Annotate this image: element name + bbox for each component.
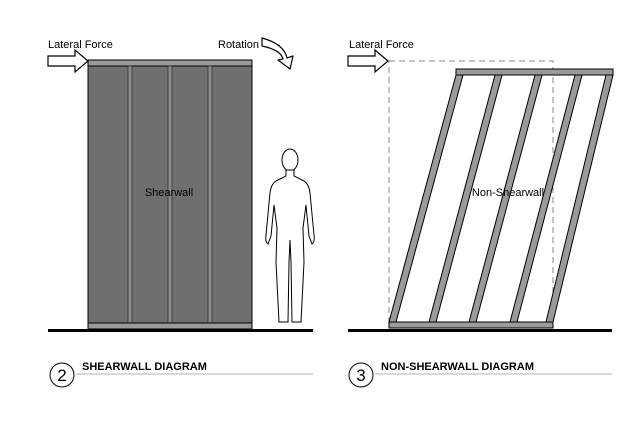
rotation-arrow-icon [261, 37, 294, 70]
bottom-plate [388, 321, 554, 329]
slanted-stud [428, 74, 503, 323]
caption-number: 3 [356, 366, 365, 385]
non-shearwall-label: Non-Shearwall [472, 187, 544, 199]
lateral-force-label-right: Lateral Force [349, 39, 414, 51]
lateral-force-arrow-icon [347, 48, 389, 74]
ground-line-right [348, 329, 612, 332]
bottom-plate [87, 322, 253, 330]
lateral-force-arrow-icon [47, 48, 89, 74]
top-plate [455, 68, 614, 76]
caption-title: NON-SHEARWALL DIAGRAM [381, 361, 534, 373]
shearwall-label: Shearwall [145, 187, 193, 199]
non-shearwall-panel: Non-Shearwall Lateral Force 3 NON-SHEARW… [347, 39, 614, 388]
rotation-label: Rotation [218, 39, 259, 51]
caption-number: 2 [57, 366, 66, 385]
slanted-stud [545, 74, 614, 323]
slanted-stud [468, 74, 543, 323]
stud [207, 65, 213, 329]
slanted-stud [388, 74, 464, 323]
non-shearwall: Non-Shearwall [388, 68, 614, 329]
non-shearwall-caption: 3 NON-SHEARWALL DIAGRAM [348, 361, 612, 388]
top-plate [87, 59, 253, 67]
shearwall-panel: Shearwall Lateral Force Rotation 2 SHEAR… [47, 37, 315, 388]
shearwall-caption: 2 SHEARWALL DIAGRAM [49, 361, 313, 388]
human-figure-icon [265, 148, 315, 323]
caption-number-circle [49, 362, 75, 388]
lateral-force-label-left: Lateral Force [48, 39, 113, 51]
stud [127, 65, 133, 329]
caption-title: SHEARWALL DIAGRAM [82, 361, 207, 373]
shearwall: Shearwall [87, 59, 253, 330]
ground-line-left [48, 329, 313, 332]
slanted-stud [509, 74, 583, 323]
caption-number-circle [348, 362, 374, 388]
